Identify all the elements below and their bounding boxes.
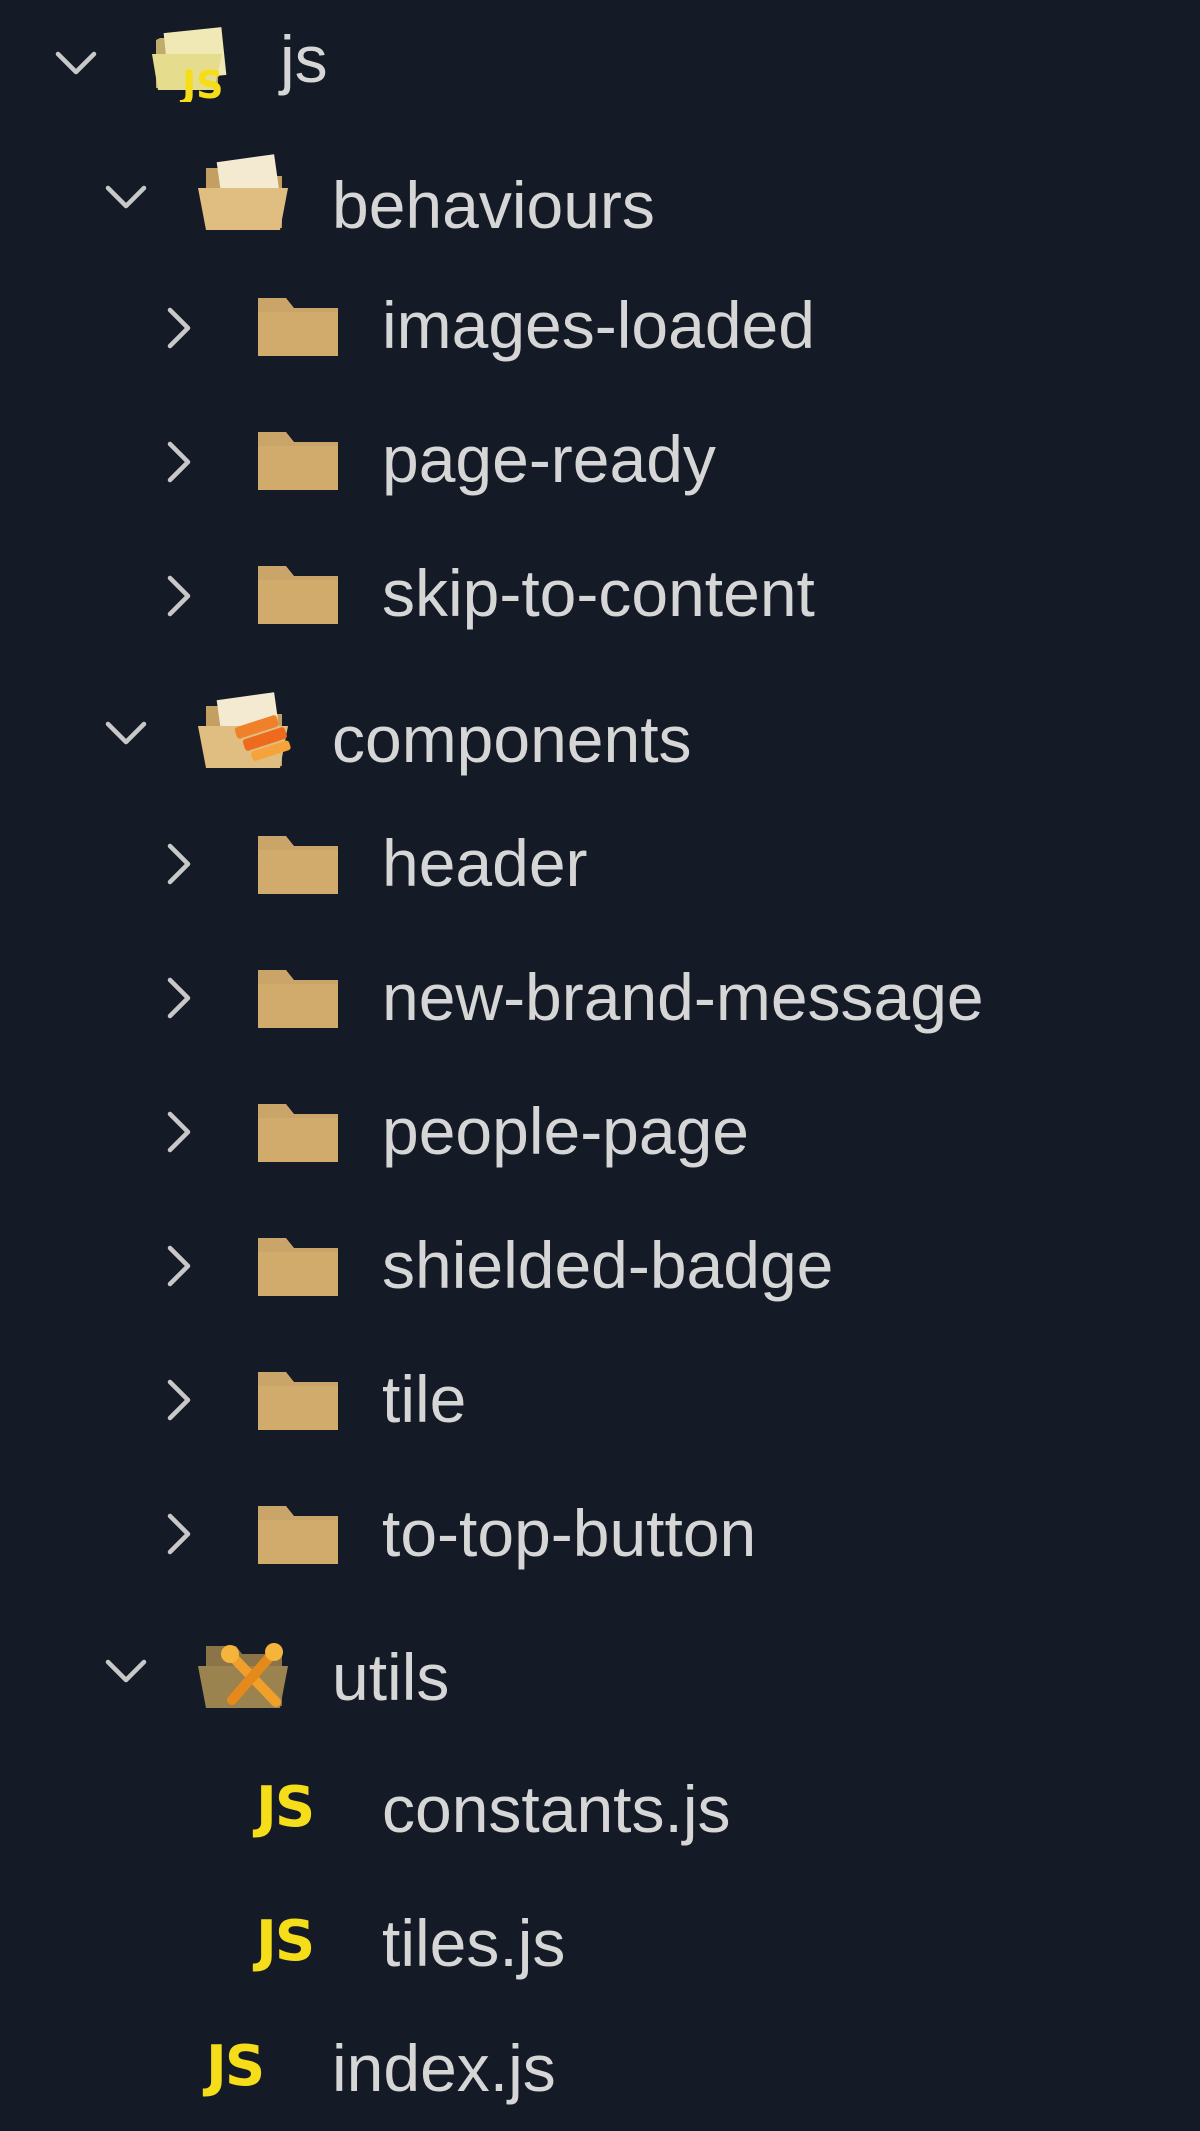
tree-item-header[interactable]: header (0, 804, 1200, 938)
chevron-right-icon[interactable] (154, 1108, 202, 1156)
folder-open-icon (196, 154, 292, 234)
components-folder-open-icon (196, 692, 296, 776)
chevron-right-icon[interactable] (154, 840, 202, 888)
folder-icon (256, 828, 340, 898)
tree-item-components[interactable]: components (0, 670, 1200, 804)
javascript-file-icon: JS (256, 1775, 315, 1840)
tree-item-label: new-brand-message (382, 960, 984, 1034)
chevron-down-icon[interactable] (102, 708, 150, 756)
chevron-down-icon[interactable] (52, 38, 100, 86)
chevron-right-icon[interactable] (154, 1376, 202, 1424)
tree-item-to-top-button[interactable]: to-top-button (0, 1474, 1200, 1608)
chevron-down-icon[interactable] (102, 172, 150, 220)
tree-item-label: page-ready (382, 422, 716, 496)
javascript-file-icon: JS (256, 1909, 315, 1974)
tree-item-label: tile (382, 1362, 467, 1436)
tree-item-label: constants.js (382, 1772, 731, 1846)
chevron-down-icon[interactable] (102, 1646, 150, 1694)
svg-text:JS: JS (179, 63, 224, 102)
folder-icon (256, 558, 340, 628)
tree-item-tiles-js[interactable]: JS tiles.js (0, 1876, 1200, 2010)
utils-folder-open-icon (196, 1632, 296, 1716)
tree-item-label: people-page (382, 1094, 749, 1168)
folder-icon (256, 1498, 340, 1568)
tree-item-shielded-badge[interactable]: shielded-badge (0, 1206, 1200, 1340)
javascript-file-icon: JS (206, 2034, 265, 2099)
tree-item-label: components (332, 702, 692, 776)
chevron-right-icon[interactable] (154, 304, 202, 352)
tree-item-js[interactable]: JS js (0, 0, 1200, 134)
tree-item-label: to-top-button (382, 1496, 757, 1570)
chevron-right-icon[interactable] (154, 1510, 202, 1558)
folder-icon (256, 1364, 340, 1434)
js-folder-open-icon: JS (148, 22, 244, 102)
tree-item-people-page[interactable]: people-page (0, 1072, 1200, 1206)
tree-item-label: skip-to-content (382, 556, 815, 630)
tree-item-new-brand-message[interactable]: new-brand-message (0, 938, 1200, 1072)
tree-item-label: header (382, 826, 588, 900)
chevron-right-icon[interactable] (154, 974, 202, 1022)
tree-item-page-ready[interactable]: page-ready (0, 402, 1200, 536)
folder-icon (256, 424, 340, 494)
tree-item-index-js[interactable]: JS index.js (0, 1997, 1200, 2131)
tree-item-label: images-loaded (382, 288, 815, 362)
tree-item-label: utils (332, 1640, 450, 1714)
tree-item-behaviours[interactable]: behaviours (0, 134, 1200, 268)
tree-item-tile[interactable]: tile (0, 1340, 1200, 1474)
folder-icon (256, 962, 340, 1032)
tree-item-skip-to-content[interactable]: skip-to-content (0, 536, 1200, 670)
tree-item-label: js (280, 22, 328, 96)
tree-item-label: tiles.js (382, 1906, 566, 1980)
tree-item-label: shielded-badge (382, 1228, 834, 1302)
tree-item-images-loaded[interactable]: images-loaded (0, 268, 1200, 402)
chevron-right-icon[interactable] (154, 572, 202, 620)
chevron-right-icon[interactable] (154, 1242, 202, 1290)
tree-item-utils[interactable]: utils (0, 1608, 1200, 1742)
chevron-right-icon[interactable] (154, 438, 202, 486)
tree-item-constants-js[interactable]: JS constants.js (0, 1742, 1200, 1876)
tree-item-label: index.js (332, 2031, 556, 2105)
folder-icon (256, 290, 340, 360)
tree-item-label: behaviours (332, 168, 655, 242)
folder-icon (256, 1230, 340, 1300)
folder-icon (256, 1096, 340, 1166)
